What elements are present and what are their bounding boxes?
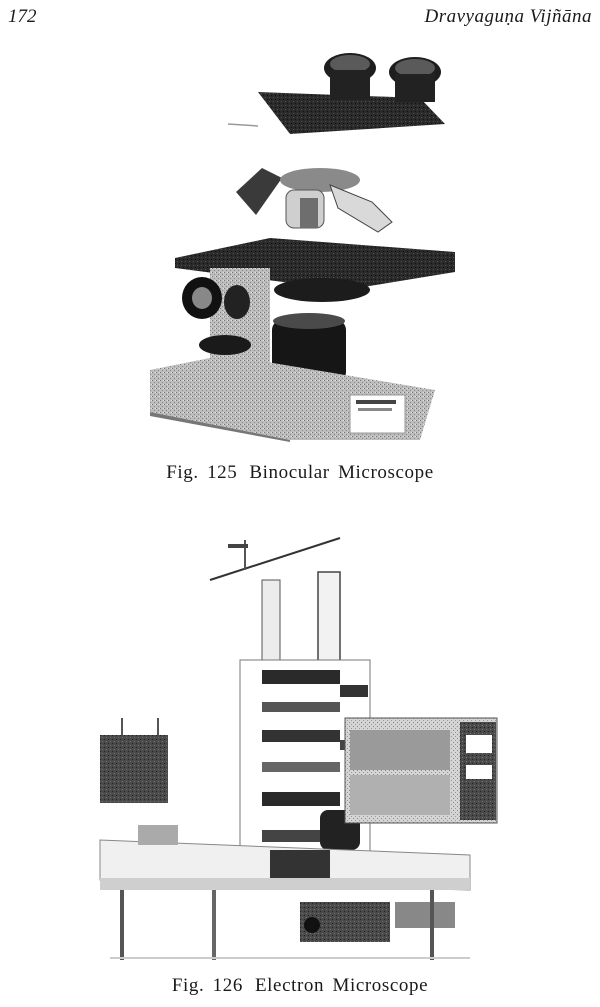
page-header: 172 Dravyaguṇa Vijñāna xyxy=(8,6,592,32)
electron-microscope-photo xyxy=(99,537,498,960)
figure-125-title: Binocular Microscope xyxy=(249,462,434,483)
figure-125-caption: Fig. 125 Binocular Microscope xyxy=(0,462,600,484)
figure-125-image xyxy=(0,40,600,450)
running-head: Dravyaguṇa Vijñāna xyxy=(424,6,592,27)
figure-126-number: Fig. 126 xyxy=(171,975,243,996)
figure-125-number: Fig. 125 xyxy=(166,462,238,483)
figure-126-title: Electron Microscope xyxy=(254,975,429,996)
figure-126-image xyxy=(0,530,600,970)
binocular-microscope-photo xyxy=(150,53,455,442)
page-number: 172 xyxy=(8,6,37,27)
figure-126-caption: Fig. 126 Electron Microscope xyxy=(0,975,600,997)
